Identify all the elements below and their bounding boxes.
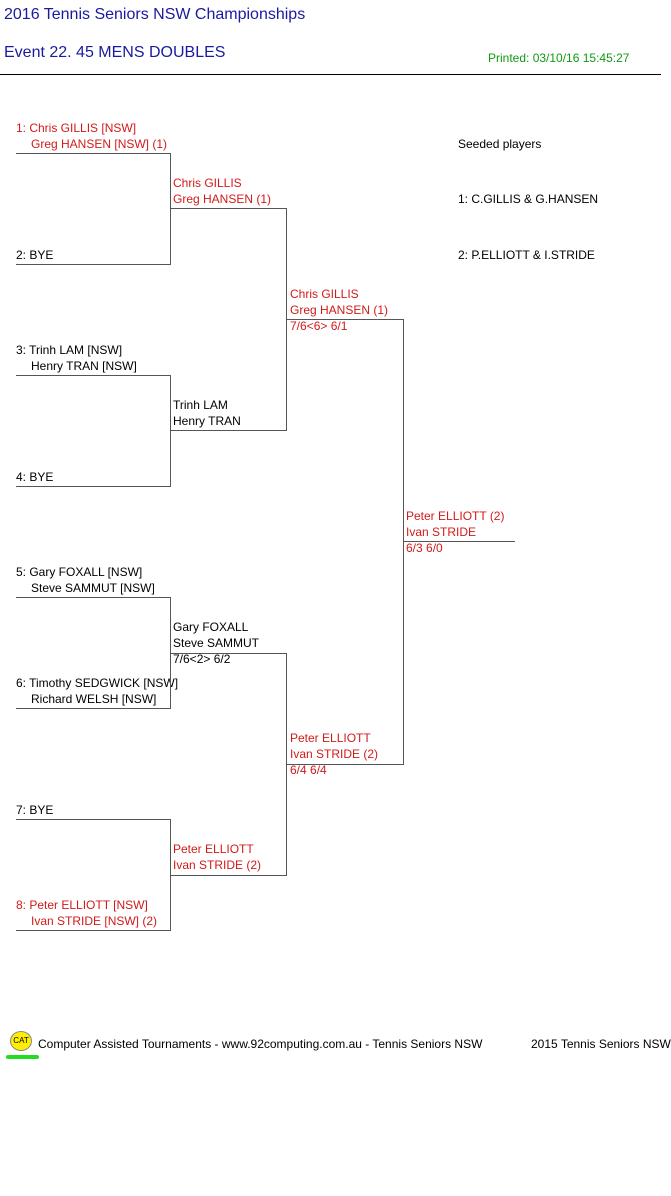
r1-entry-6-line2: Richard WELSH [NSW]	[31, 692, 157, 706]
sf-entry-1-line1: Chris GILLIS	[290, 287, 359, 301]
r1-connector-1	[170, 153, 171, 265]
r1-entry-5-line1: 5: Gary FOXALL [NSW]	[16, 565, 143, 579]
r1-entry-8-line1: 8: Peter ELLIOTT [NSW]	[16, 898, 148, 912]
r1-entry-4-line1: 4: BYE	[16, 470, 54, 484]
r2-entry-2-line2: Henry TRAN	[173, 414, 241, 428]
cat-logo-icon: CAT	[10, 1031, 32, 1051]
cat-logo-underline	[6, 1055, 39, 1059]
r1-line-6	[16, 708, 170, 709]
event-title: Event 22. 45 MENS DOUBLES	[4, 44, 226, 61]
r1-entry-5-line2: Steve SAMMUT [NSW]	[31, 581, 155, 595]
r1-entry-1-line1: 1: Chris GILLIS [NSW]	[16, 121, 137, 135]
r2-line-4	[170, 875, 286, 876]
r2-entry-4-line2: Ivan STRIDE (2)	[173, 858, 262, 872]
footer-copyright: 2015 Tennis Seniors NSW	[531, 1037, 671, 1051]
sf-line-1	[286, 319, 403, 320]
r2-entry-4-line1: Peter ELLIOTT	[173, 842, 254, 856]
sf-entry-2-line2: Ivan STRIDE (2)	[290, 747, 379, 761]
page-title: 2016 Tennis Seniors NSW Championships	[4, 6, 306, 23]
r2-entry-1-line1: Chris GILLIS	[173, 176, 242, 190]
sf-connector	[403, 319, 404, 765]
r1-connector-2	[170, 375, 171, 487]
r1-entry-8-line2: Ivan STRIDE [NSW] (2)	[31, 914, 158, 928]
final-score: 6/3 6/0	[406, 541, 443, 555]
sf-entry-2-score: 6/4 6/4	[290, 763, 327, 777]
final-line1: Peter ELLIOTT (2)	[406, 509, 505, 523]
final-line2: Ivan STRIDE	[406, 525, 477, 539]
r1-entry-2-line1: 2: BYE	[16, 248, 54, 262]
footer-credit-link[interactable]: Computer Assisted Tournaments - www.92co…	[38, 1037, 483, 1051]
seeded-1: 1: C.GILLIS & G.HANSEN	[458, 192, 599, 206]
r2-line-2	[170, 430, 286, 431]
r2-line-1	[170, 208, 286, 209]
printed-timestamp: Printed: 03/10/16 15:45:27	[488, 51, 630, 65]
r2-entry-2-line1: Trinh LAM	[173, 398, 228, 412]
r1-entry-7-line1: 7: BYE	[16, 803, 54, 817]
header-divider	[0, 74, 661, 75]
r1-entry-3-line1: 3: Trinh LAM [NSW]	[16, 343, 123, 357]
final-line	[403, 541, 515, 542]
r1-line-7	[16, 819, 170, 820]
sf-entry-1-line2: Greg HANSEN (1)	[290, 303, 389, 317]
r2-entry-3-line2: Steve SAMMUT	[173, 636, 260, 650]
r1-line-5	[16, 597, 170, 598]
r1-line-1	[16, 153, 170, 154]
r2-entry-3-line1: Gary FOXALL	[173, 620, 249, 634]
seeded-heading: Seeded players	[458, 137, 542, 151]
sf-entry-1-score: 7/6<6> 6/1	[290, 319, 348, 333]
seeded-2: 2: P.ELLIOTT & I.STRIDE	[458, 248, 595, 262]
r1-entry-3-line2: Henry TRAN [NSW]	[31, 359, 137, 373]
r1-entry-1-line2: Greg HANSEN [NSW] (1)	[31, 137, 168, 151]
r1-line-4	[16, 486, 170, 487]
r1-line-2	[16, 264, 170, 265]
r1-line-8	[16, 930, 170, 931]
r2-entry-3-score: 7/6<2> 6/2	[173, 652, 231, 666]
r2-line-3	[170, 653, 286, 654]
sf-entry-2-line1: Peter ELLIOTT	[290, 731, 371, 745]
r1-entry-6-line1: 6: Timothy SEDGWICK [NSW]	[16, 676, 179, 690]
r2-entry-1-line2: Greg HANSEN (1)	[173, 192, 272, 206]
sf-line-2	[286, 764, 403, 765]
r1-line-3	[16, 375, 170, 376]
